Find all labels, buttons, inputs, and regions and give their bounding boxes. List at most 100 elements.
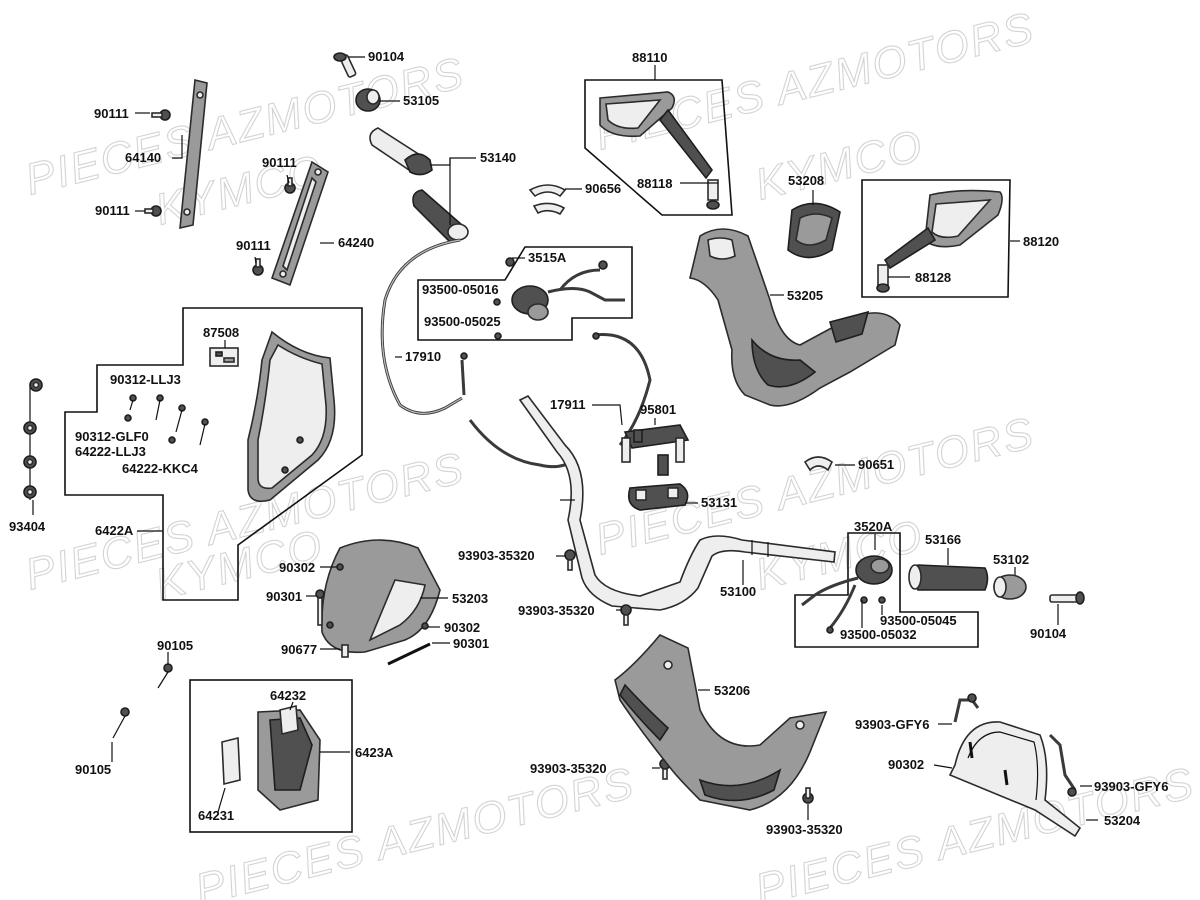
label-93903-35320: 93903-35320 [766,822,843,837]
label-90312-LLJ3: 90312-LLJ3 [110,372,181,387]
label-53205: 53205 [787,288,823,303]
label-90312-GLF0: 90312-GLF0 [75,429,149,444]
bracket-6423A [221,704,321,811]
label-53204: 53204 [1104,813,1141,828]
box-mirror-left [584,79,733,216]
watermark-text: PIECES AZMOTORS [591,3,1040,160]
box-6423A [189,679,353,833]
windscreen-6422A [247,330,336,503]
label-53166: 53166 [925,532,961,547]
label-88110: 88110 [632,50,667,65]
label-90651: 90651 [858,457,894,472]
label-90302: 90302 [279,560,315,575]
cover-53208 [787,202,841,259]
label-90301: 90301 [453,636,489,651]
label-53203: 53203 [452,591,488,606]
label-17910: 17910 [405,349,441,364]
label-53105: 53105 [403,93,439,108]
handlebar-53100 [518,394,836,611]
label-90111: 90111 [95,203,130,218]
part-labels: 90104 53105 53140 90656 90111 64140 9011… [9,49,1168,837]
label-95801: 95801 [640,402,676,417]
weight-53105 [355,88,381,112]
label-53206: 53206 [714,683,750,698]
label-93500-05032: 93500-05032 [840,627,917,642]
label-93903-GFY6: 93903-GFY6 [1094,779,1168,794]
label-64231: 64231 [198,808,234,823]
grip-53166 [908,564,989,591]
label-90301: 90301 [266,589,302,604]
cable-17910 [380,238,468,415]
cover-53206 [614,634,828,811]
mirror-88120 [876,189,1003,293]
label-88128: 88128 [915,270,951,285]
switch-3520A [801,555,893,634]
mirror-88110 [599,91,720,210]
label-87508: 87508 [203,325,239,340]
holder-53131 [627,483,689,511]
label-90302: 90302 [888,757,924,772]
label-90656: 90656 [585,181,621,196]
screw-93903-GFY6 [953,693,1077,797]
fasteners-53203 [315,563,431,666]
label-88120: 88120 [1023,234,1059,249]
label-53208: 53208 [788,173,824,188]
label-6423A: 6423A [355,745,394,760]
label-64240: 64240 [338,235,374,250]
bolt-90104-top [333,52,357,78]
label-90302: 90302 [444,620,480,635]
bolt-90105 [112,663,173,739]
box-3520A [794,532,979,648]
label-88118: 88118 [637,176,672,191]
clip-90651 [803,456,834,472]
cover-53203 [321,539,441,654]
label-6422A: 6422A [95,523,134,538]
label-17911: 17911 [550,397,585,412]
bolts-6422A [124,394,209,446]
holder-95801 [621,424,690,476]
cover-53205 [689,228,901,407]
label-93903-35320: 93903-35320 [530,761,607,776]
label-53140: 53140 [480,150,516,165]
label-90111: 90111 [94,106,129,121]
label-87508 [209,347,239,367]
trim-64240 [270,160,329,287]
label-93500-05025: 93500-05025 [424,314,501,329]
mount-93404 [23,378,43,500]
label-53100: 53100 [720,584,756,599]
weight-53102 [993,574,1027,600]
label-64140: 64140 [125,150,161,165]
label-93500-05045: 93500-05045 [880,613,957,628]
bolt-90104-right [1049,591,1085,605]
box-3515A [417,246,633,341]
leader-lines [32,56,1098,821]
label-53131: 53131 [701,495,737,510]
label-90111: 90111 [236,238,271,253]
label-90105: 90105 [157,638,193,653]
cable-17911 [468,332,652,469]
switch-3515A [493,257,625,340]
box-6422A [64,307,363,601]
label-64222-LLJ3: 64222-LLJ3 [75,444,146,459]
label-90677: 90677 [281,642,317,657]
label-93903-35320: 93903-35320 [518,603,595,618]
label-64222-KKC4: 64222-KKC4 [122,461,199,476]
cover-53204 [948,721,1082,838]
label-53102: 53102 [993,552,1029,567]
label-90105: 90105 [75,762,111,777]
clip-90656 [528,184,567,216]
trim-64140 [179,78,208,230]
label-90111: 90111 [262,155,297,170]
label-3515A: 3515A [528,250,567,265]
screw-90111 [144,109,296,276]
label-90104: 90104 [1030,626,1067,641]
label-93903-35320: 93903-35320 [458,548,535,563]
watermark-text: KYMCO [751,121,929,210]
label-64232: 64232 [270,688,306,703]
label-93404: 93404 [9,519,46,534]
grip-53140 [369,127,469,243]
label-93500-05016: 93500-05016 [422,282,499,297]
box-mirror-right [861,179,1011,298]
label-93903-GFY6: 93903-GFY6 [855,717,929,732]
